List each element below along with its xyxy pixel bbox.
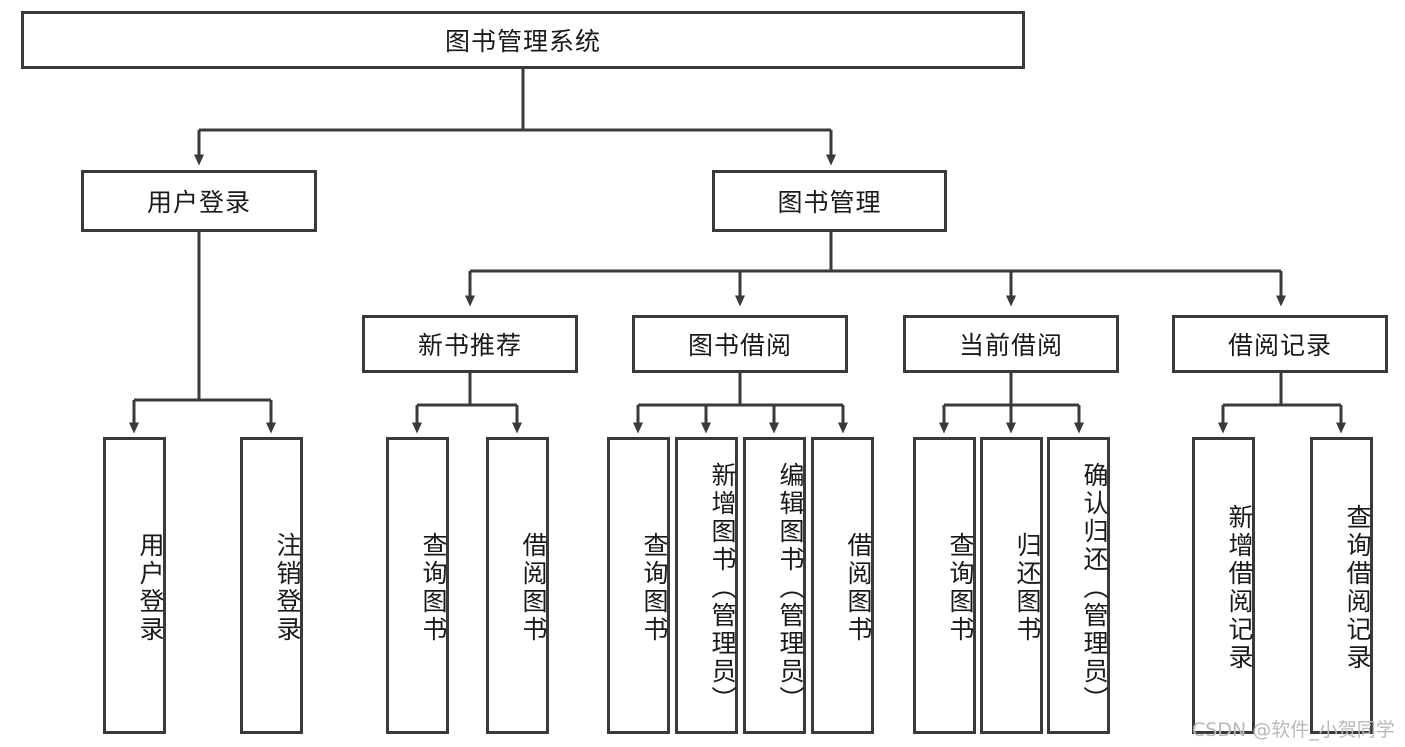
node-current-borrow-label: 当前借阅 — [958, 331, 1063, 360]
node-current-borrow[interactable]: 当前借阅 — [903, 315, 1119, 373]
node-root-label: 图书管理系统 — [444, 27, 601, 56]
leaf-label: 查询图书 — [946, 531, 975, 644]
leaf-label: 借阅图书 — [844, 531, 873, 644]
leaf-current-borrow-query[interactable]: 查询图书 — [913, 437, 976, 734]
leaf-user-login-logout[interactable]: 注销登录 — [240, 437, 303, 734]
leaf-label: 归还图书 — [1013, 531, 1042, 644]
leaf-book-borrow-borrow[interactable]: 借阅图书 — [811, 437, 874, 734]
leaf-label: 新增图书（管理员） — [708, 461, 737, 714]
watermark: CSDN @软件_小贺同学 — [1192, 719, 1395, 741]
leaf-label: 用户登录 — [136, 531, 165, 644]
leaf-borrow-record-add[interactable]: 新增借阅记录 — [1192, 437, 1255, 734]
leaf-label: 查询图书 — [419, 531, 448, 644]
node-root[interactable]: 图书管理系统 — [21, 11, 1025, 69]
node-book-borrow[interactable]: 图书借阅 — [632, 315, 848, 373]
leaf-book-borrow-add[interactable]: 新增图书（管理员） — [675, 437, 738, 734]
node-borrow-record-label: 借阅记录 — [1227, 331, 1332, 360]
node-new-book-recommend[interactable]: 新书推荐 — [362, 315, 578, 373]
leaf-current-borrow-confirm[interactable]: 确认归还（管理员） — [1047, 437, 1110, 734]
leaf-label: 借阅图书 — [519, 531, 548, 644]
leaf-new-book-query[interactable]: 查询图书 — [386, 437, 449, 734]
node-new-book-recommend-label: 新书推荐 — [417, 331, 522, 360]
leaf-user-login-login[interactable]: 用户登录 — [103, 437, 166, 734]
leaf-current-borrow-return[interactable]: 归还图书 — [980, 437, 1043, 734]
node-book-borrow-label: 图书借阅 — [687, 331, 792, 360]
leaf-label: 注销登录 — [273, 531, 302, 644]
node-user-login-label: 用户登录 — [146, 188, 251, 217]
leaf-borrow-record-query[interactable]: 查询借阅记录 — [1310, 437, 1373, 734]
leaf-label: 查询借阅记录 — [1343, 503, 1372, 672]
node-user-login[interactable]: 用户登录 — [81, 170, 317, 232]
leaf-label: 查询图书 — [640, 531, 669, 644]
leaf-label: 确认归还（管理员） — [1080, 461, 1109, 714]
node-book-management-label: 图书管理 — [777, 188, 882, 217]
leaf-new-book-borrow[interactable]: 借阅图书 — [486, 437, 549, 734]
leaf-book-borrow-query[interactable]: 查询图书 — [607, 437, 670, 734]
leaf-label: 编辑图书（管理员） — [776, 461, 805, 714]
leaf-book-borrow-edit[interactable]: 编辑图书（管理员） — [743, 437, 806, 734]
node-book-management[interactable]: 图书管理 — [712, 170, 947, 232]
node-borrow-record[interactable]: 借阅记录 — [1172, 315, 1388, 373]
leaf-label: 新增借阅记录 — [1225, 503, 1254, 672]
